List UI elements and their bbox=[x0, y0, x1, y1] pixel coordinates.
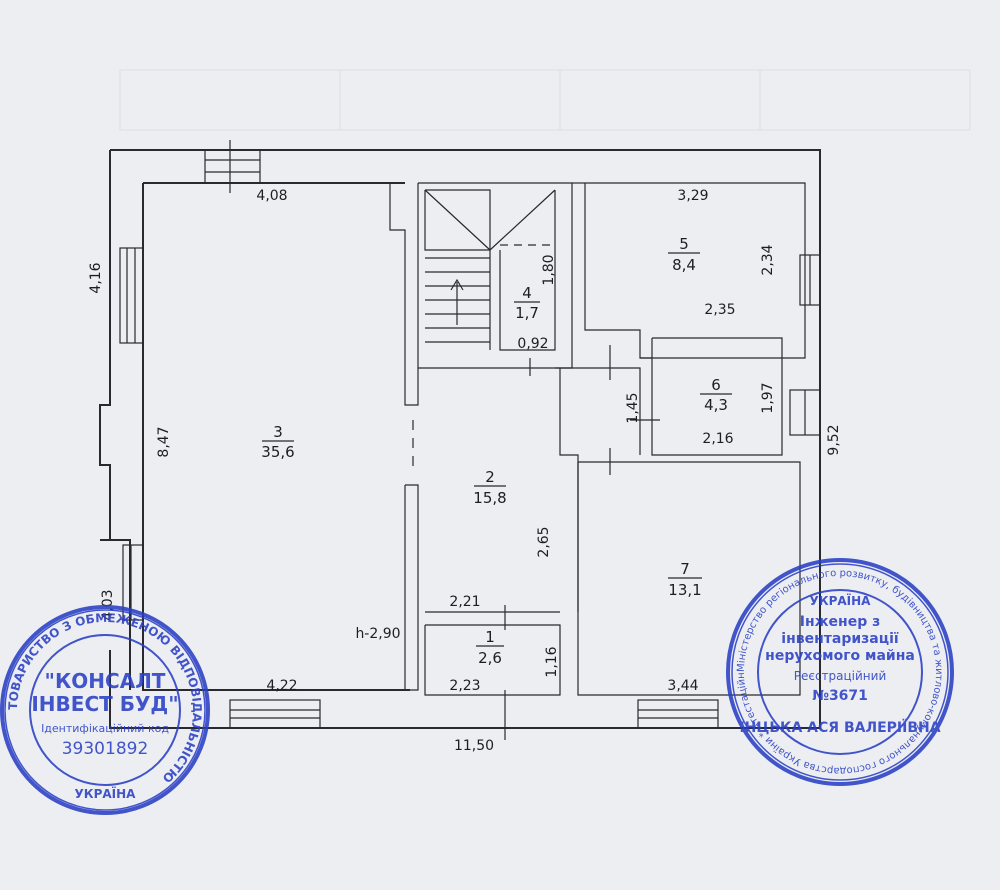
dim-room6-right: 1,97 bbox=[760, 382, 776, 413]
engineer-title-line3: нерухомого майна bbox=[765, 648, 915, 664]
room-label-6: 6 4,3 bbox=[700, 376, 732, 414]
interior-walls bbox=[229, 140, 806, 740]
engineer-title-line1: Інженер з bbox=[800, 614, 881, 630]
dim-left-upper: 4,16 bbox=[88, 262, 104, 293]
stair-treads bbox=[425, 250, 491, 350]
dim-stair-height: 1,80 bbox=[541, 254, 557, 285]
dim-room1-right: 1,16 bbox=[544, 646, 560, 677]
room-label-7: 7 13,1 bbox=[668, 560, 702, 599]
dim-room5-bottom: 2,35 bbox=[704, 302, 735, 318]
dim-overall-width: 11,50 bbox=[454, 738, 494, 754]
engineer-stamp-country: УКРАЇНА bbox=[810, 593, 872, 608]
dim-room6-bottom: 2,16 bbox=[702, 431, 733, 447]
svg-text:1,7: 1,7 bbox=[515, 304, 539, 322]
svg-text:13,1: 13,1 bbox=[668, 581, 701, 599]
dim-room5-right: 2,34 bbox=[760, 244, 776, 275]
engineer-reg-label: Реєстраційний bbox=[794, 669, 887, 683]
dim-room1-bottom: 2,23 bbox=[449, 678, 480, 694]
dim-left-lower: 8,47 bbox=[156, 426, 172, 457]
dimension-labels: 4,08 3,29 2,35 2,16 2,21 2,23 4,22 3,44 … bbox=[88, 188, 842, 754]
dim-corridor-right: 1,45 bbox=[625, 392, 641, 423]
svg-text:1: 1 bbox=[485, 628, 495, 646]
dim-room7-bottom: 3,44 bbox=[667, 678, 698, 694]
svg-text:4: 4 bbox=[522, 284, 532, 302]
dim-top-left: 4,08 bbox=[256, 188, 287, 204]
room-label-5: 5 8,4 bbox=[668, 235, 700, 274]
svg-text:15,8: 15,8 bbox=[473, 489, 506, 507]
company-id-code: 39301892 bbox=[62, 739, 149, 759]
svg-text:2: 2 bbox=[485, 468, 495, 486]
svg-text:8,4: 8,4 bbox=[672, 256, 696, 274]
room-label-2: 2 15,8 bbox=[473, 468, 506, 507]
svg-text:7: 7 bbox=[680, 560, 690, 578]
dim-hall-bottom: 2,21 bbox=[449, 594, 480, 610]
dim-bottom-left: 4,22 bbox=[266, 678, 297, 694]
engineer-reg-number: №3671 bbox=[812, 688, 868, 704]
room-label-1: 1 2,6 bbox=[476, 628, 504, 667]
background-ghost-lines bbox=[119, 69, 971, 131]
room-label-3: 3 35,6 bbox=[261, 423, 294, 461]
dim-stair-width: 0,92 bbox=[517, 336, 548, 352]
svg-text:6: 6 bbox=[711, 376, 721, 394]
room-label-4: 4 1,7 bbox=[514, 284, 540, 322]
windows bbox=[119, 149, 821, 729]
dim-room5-top: 3,29 bbox=[677, 188, 708, 204]
height-label: h-2,90 bbox=[355, 626, 400, 642]
svg-text:35,6: 35,6 bbox=[261, 443, 294, 461]
svg-text:2,6: 2,6 bbox=[478, 649, 502, 667]
stair-arrow bbox=[450, 278, 464, 325]
dim-hall-right: 2,65 bbox=[536, 526, 552, 557]
company-name-line1: "КОНСАЛТ bbox=[45, 669, 166, 693]
company-id-label: Ідентифікаційний код bbox=[41, 722, 169, 735]
svg-text:4,3: 4,3 bbox=[704, 396, 728, 414]
dim-left-small: 4,03 bbox=[100, 589, 116, 620]
engineer-name: ІНЦЬКА АСЯ ВАЛЕРІЇВНА bbox=[739, 719, 940, 736]
svg-text:3: 3 bbox=[273, 423, 283, 441]
company-name-line2: ІНВЕСТ БУД" bbox=[31, 692, 178, 716]
company-stamp: ТОВАРИСТВО З ОБМЕЖЕНОЮ ВІДПОВІДАЛЬНІСТЮ … bbox=[0, 605, 210, 815]
engineer-title-line2: інвентаризації bbox=[781, 631, 899, 647]
svg-text:5: 5 bbox=[679, 235, 689, 253]
dim-overall-depth: 9,52 bbox=[826, 424, 842, 455]
company-stamp-country: УКРАЇНА bbox=[75, 786, 137, 801]
